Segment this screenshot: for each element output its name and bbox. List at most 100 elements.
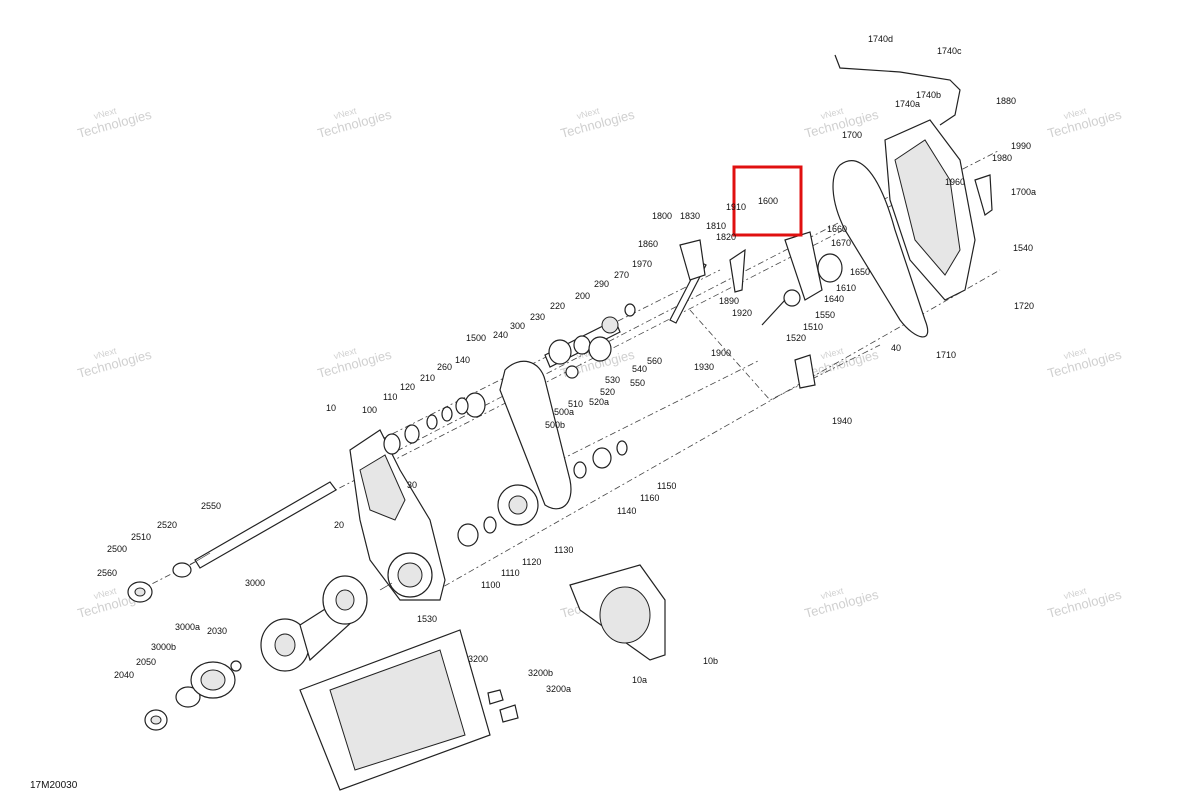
part-label: 2500	[107, 544, 127, 554]
part-label: 1110	[501, 568, 520, 578]
part-label: 1670	[831, 238, 851, 248]
part-label: 2030	[207, 626, 227, 636]
part-label: 560	[647, 356, 662, 366]
track-plate	[299, 629, 519, 791]
part-label: 530	[605, 375, 620, 385]
part-label: 1740b	[916, 90, 941, 100]
main-housing	[349, 429, 446, 601]
part-label: 1100	[481, 580, 500, 590]
part-label: 300	[510, 321, 525, 331]
part-label: 3200	[468, 654, 488, 664]
part-label: 540	[632, 364, 647, 374]
part-label: 120	[400, 382, 415, 392]
gear-cluster	[544, 303, 636, 379]
cover	[832, 54, 993, 338]
part-label: 3000b	[151, 642, 176, 652]
part-label: 100	[362, 405, 377, 415]
part-label: 1650	[850, 267, 870, 277]
part-label: 230	[530, 312, 545, 322]
part-label: 1530	[417, 614, 437, 624]
part-label: 10	[326, 403, 336, 413]
part-label: 1610	[836, 283, 856, 293]
part-label: 1130	[554, 545, 573, 555]
part-label: 1740d	[868, 34, 893, 44]
part-label: 3200b	[528, 668, 553, 678]
part-label: 1800	[652, 211, 672, 221]
part-label: 40	[891, 343, 901, 353]
part-label: 1540	[1013, 243, 1033, 253]
part-label: 520a	[589, 397, 609, 407]
part-label: 1740a	[895, 99, 920, 109]
part-label: 1640	[824, 294, 844, 304]
part-label: 220	[550, 301, 565, 311]
part-label: 240	[493, 330, 508, 340]
part-label: 1900	[711, 348, 731, 358]
part-label: 200	[575, 291, 590, 301]
part-label: 290	[594, 279, 609, 289]
left-parts	[127, 562, 242, 731]
part-label: 1940	[832, 416, 852, 426]
part-label: 1120	[522, 557, 541, 567]
part-label: 2550	[201, 501, 221, 511]
part-label: 1910	[726, 202, 746, 212]
part-label: 1810	[706, 221, 726, 231]
part-label: 500a	[554, 407, 574, 417]
part-label: 2520	[157, 520, 177, 530]
drive-sprocket	[260, 575, 393, 672]
part-label: 1930	[694, 362, 714, 372]
part-label: 30	[407, 480, 417, 490]
part-label: 500b	[545, 420, 565, 430]
part-label: 10a	[632, 675, 647, 685]
shift-linkage	[669, 231, 843, 389]
part-label: 3000a	[175, 622, 200, 632]
part-label: 2560	[97, 568, 117, 578]
part-label: 1960	[945, 177, 965, 187]
part-label: 1550	[815, 310, 835, 320]
part-label: 1520	[786, 333, 806, 343]
highlight-box	[732, 165, 803, 237]
chain	[464, 360, 572, 526]
part-label: 510	[568, 399, 583, 409]
part-label: 1880	[996, 96, 1016, 106]
part-label: 1990	[1011, 141, 1031, 151]
part-label: 1140	[617, 506, 636, 516]
bearings	[383, 397, 628, 547]
part-label: 1700	[842, 130, 862, 140]
part-label: 20	[334, 520, 344, 530]
part-label: 270	[614, 270, 629, 280]
part-label: 520	[600, 387, 615, 397]
part-label: 1500	[466, 333, 486, 343]
part-label: 2040	[114, 670, 134, 680]
diagram-reference-number: 17M20030	[30, 780, 78, 791]
output-shaft	[189, 481, 337, 569]
part-label: 2510	[131, 532, 151, 542]
part-label: 140	[455, 355, 470, 365]
part-label: 1980	[992, 153, 1012, 163]
part-label: 110	[383, 392, 397, 402]
part-label: 1160	[640, 493, 659, 503]
part-label: 1150	[657, 481, 676, 491]
part-label: 260	[437, 362, 452, 372]
part-label: 1860	[638, 239, 658, 249]
part-label: 1830	[680, 211, 700, 221]
part-label: 210	[420, 373, 435, 383]
part-label: 3000	[245, 578, 265, 588]
part-label: 1890	[719, 296, 739, 306]
part-label: 1820	[716, 232, 736, 242]
part-label: 1700a	[1011, 187, 1036, 197]
part-labels: 1740d 1740c 1740b 1740a 1880 1700 1990 1…	[97, 34, 1036, 694]
part-label: 1970	[632, 259, 652, 269]
part-label: 10b	[703, 656, 718, 666]
part-label: 1920	[732, 308, 752, 318]
part-label: 2050	[136, 657, 156, 667]
front-plate	[569, 564, 666, 661]
part-label: 1720	[1014, 301, 1034, 311]
part-label: 1740c	[937, 46, 962, 56]
part-label: 550	[630, 378, 645, 388]
part-label: 1710	[936, 350, 956, 360]
part-label: 1510	[803, 322, 823, 332]
part-label: 3200a	[546, 684, 571, 694]
part-label-highlighted: 1600	[758, 196, 778, 206]
part-label: 1660	[827, 224, 847, 234]
